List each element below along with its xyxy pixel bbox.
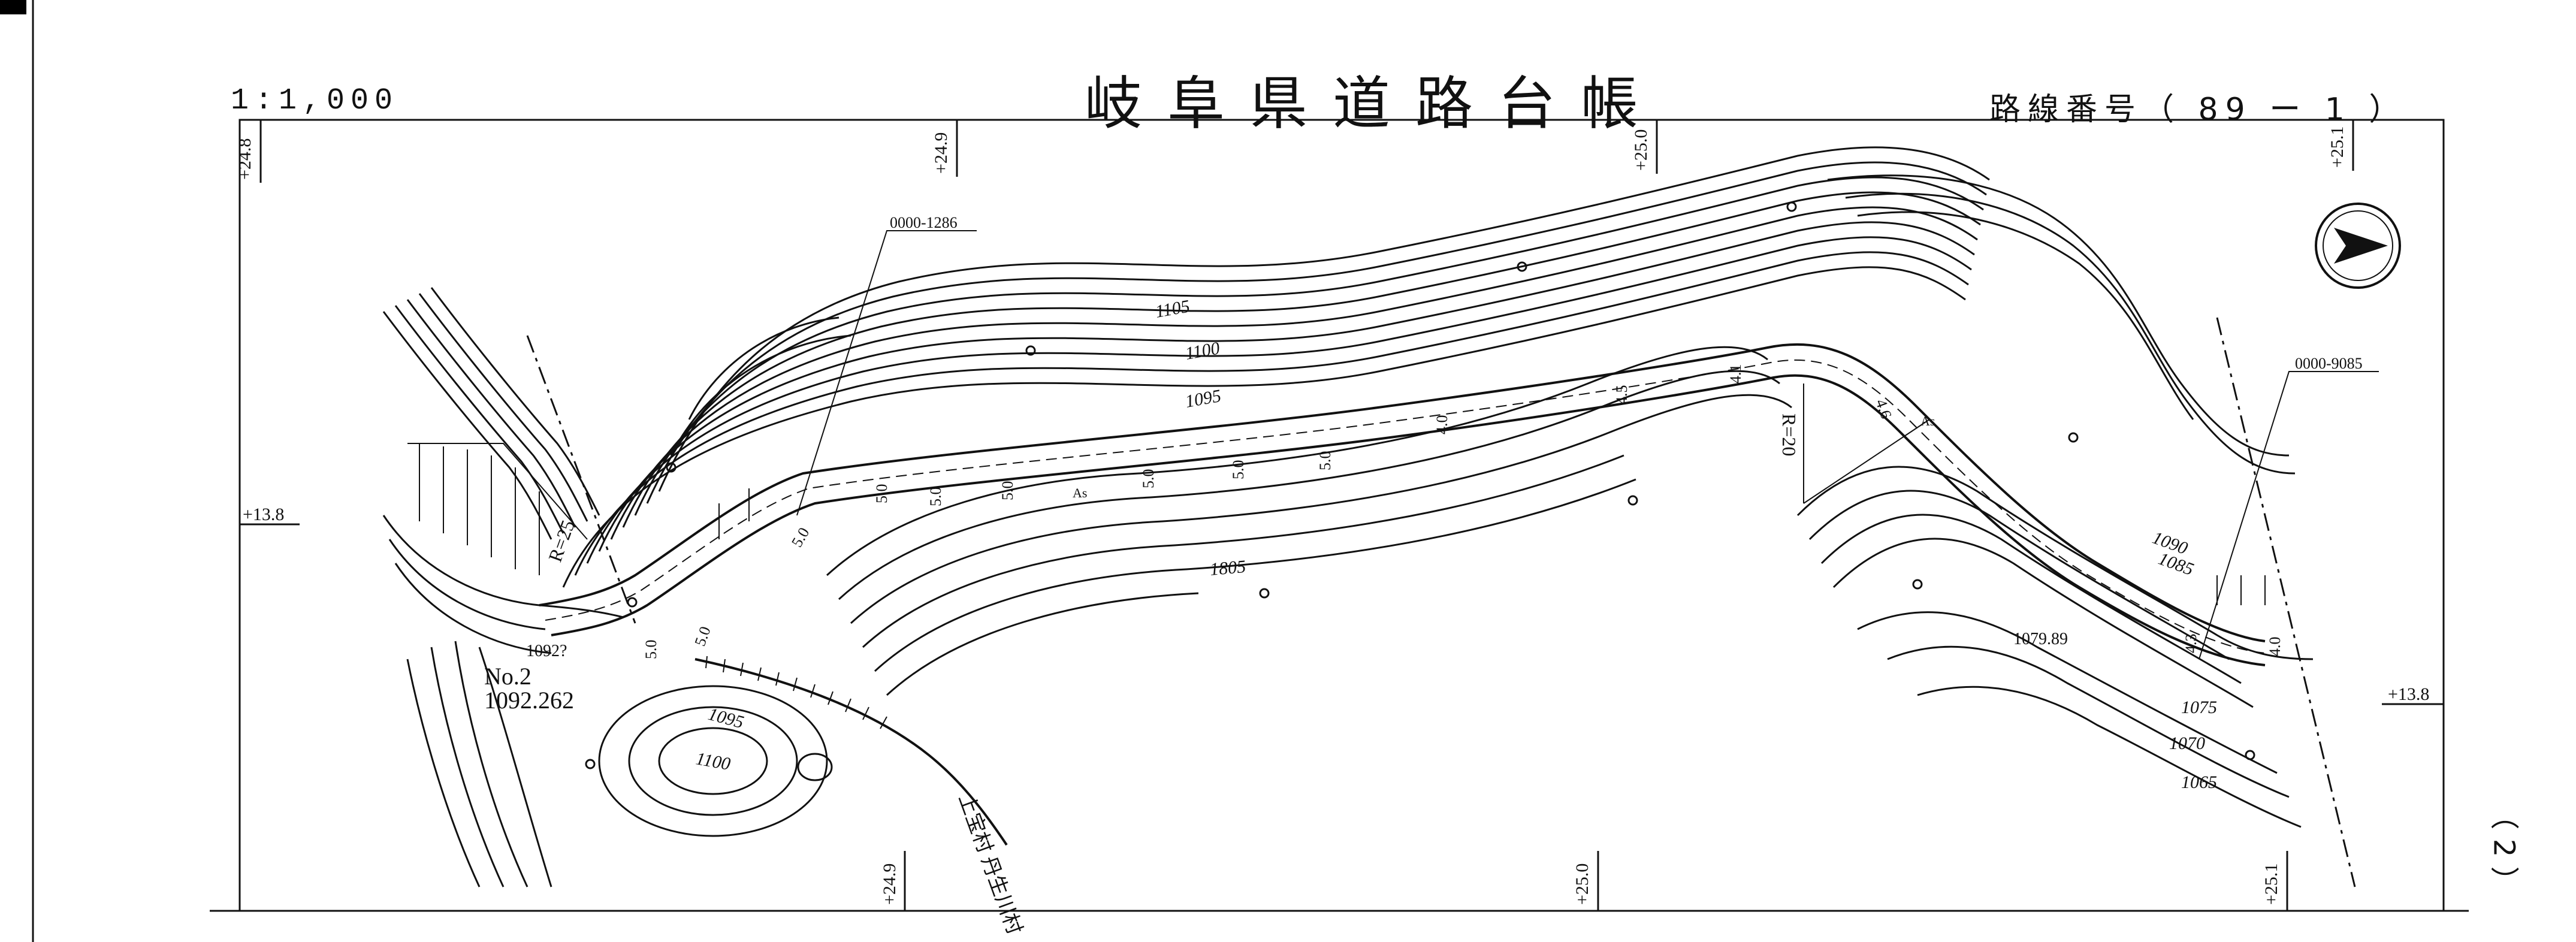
grid-labels-bottom: +24.9 +25.0 +25.1 — [880, 864, 2281, 905]
road-width-1: 5.0 — [873, 484, 890, 504]
road-width-12: 4.0 — [2266, 637, 2284, 657]
grid-label-left: +13.8 — [243, 505, 284, 524]
reference-id-1: 0000-1286 — [890, 214, 958, 231]
road-centerline — [545, 359, 2266, 654]
grid-ticks-top — [259, 120, 2354, 183]
surface-label-2: As — [1920, 413, 1935, 428]
contour-label-1085: 1085 — [2156, 549, 2197, 580]
railway-line — [694, 658, 1008, 846]
contour-label-1100-lower: 1100 — [694, 748, 732, 774]
road-width-2: 5.0 — [999, 481, 1016, 501]
surface-label-1: As — [1073, 485, 1087, 500]
sheet-header: 1:1,000 岐阜県道路台帳 路線番号（ 89 ー 1 ） — [0, 0, 2576, 137]
road-width-3: 5.0 — [1140, 469, 1157, 489]
north-arrow-icon — [2315, 203, 2401, 289]
grid-label-top-3: +25.0 — [1631, 129, 1651, 171]
contour-lines-lower-left — [406, 641, 833, 887]
grid-labels-side: +13.8 +13.8 — [243, 505, 2429, 704]
map-text-labels: 0000-1286 0000-9085 1105 1100 1095 1805 … — [484, 214, 2363, 937]
road-width-9: 4.1 — [1727, 364, 1744, 384]
grid-label-top-1: +24.8 — [235, 138, 255, 180]
grid-ticks-bottom — [904, 851, 2288, 911]
road-width-11: 4.3 — [2182, 634, 2200, 654]
road-alignment — [539, 343, 2266, 666]
road-width-7: 4.0 — [1433, 415, 1451, 435]
grid-label-top-4: +25.1 — [2327, 126, 2347, 168]
road-width-14: 5.0 — [642, 640, 660, 660]
curve-label-r25: R=25 — [544, 517, 579, 564]
station-elevation: 1092.262 — [484, 687, 574, 714]
contour-label-1095: 1095 — [1183, 386, 1222, 412]
road-width-6: 5.0 — [927, 487, 944, 507]
railway-ties — [705, 656, 887, 729]
contour-lines-upper — [562, 146, 1990, 588]
grid-label-right: +13.8 — [2388, 684, 2429, 704]
station-name: No.2 — [484, 663, 531, 690]
corner-registration-mark — [0, 0, 26, 14]
contour-label-1070: 1070 — [2169, 733, 2205, 753]
road-width-10: 4.6 — [1872, 397, 1895, 421]
road-width-4: 5.0 — [1230, 460, 1247, 480]
road-width-15: 5.0 — [691, 624, 714, 648]
grid-labels-top: +24.8 +24.9 +25.0 +25.1 — [235, 126, 2347, 180]
grid-label-top-2: +24.9 — [931, 132, 951, 174]
contour-lines-right — [1796, 174, 2314, 828]
reference-id-2: 0000-9085 — [2295, 355, 2363, 372]
spot-height-1: 1079.89 — [2013, 630, 2068, 648]
municipal-boundary-label: 上宝村 丹生川村 — [954, 791, 1026, 938]
leader-lines — [796, 230, 2379, 660]
map-frame — [238, 119, 2445, 912]
route-number-label: 路線番号（ 89 ー 1 ） — [1989, 92, 2408, 128]
contour-label-1805: 1805 — [1209, 557, 1247, 579]
road-width-13: 5.0 — [788, 524, 813, 550]
grid-label-bottom-2: +25.0 — [1572, 864, 1592, 905]
road-width-5: 5.0 — [1316, 451, 1334, 471]
contour-label-1105: 1105 — [1153, 296, 1191, 322]
contour-lines-lower-middle — [826, 346, 1792, 696]
sheet-number: （ 2 ） — [2487, 801, 2521, 895]
contour-label-1100: 1100 — [1183, 338, 1221, 364]
boundary-line — [526, 317, 2356, 887]
contour-label-1065: 1065 — [2181, 772, 2217, 792]
grid-label-bottom-3: +25.1 — [2261, 864, 2281, 905]
curve-label-r20: R=20 — [1778, 413, 1800, 456]
slope-hatching — [407, 443, 2266, 605]
survey-marks — [585, 201, 2255, 769]
scale-label: 1:1,000 — [231, 84, 399, 118]
sheet-title: 岐阜県道路台帳 — [1085, 70, 1663, 137]
contour-label-1075: 1075 — [2181, 698, 2217, 717]
station-spot-elevation: 1092? — [526, 642, 567, 660]
grid-label-bottom-1: +24.9 — [880, 864, 899, 905]
road-width-8: 4.5 — [1613, 385, 1630, 405]
